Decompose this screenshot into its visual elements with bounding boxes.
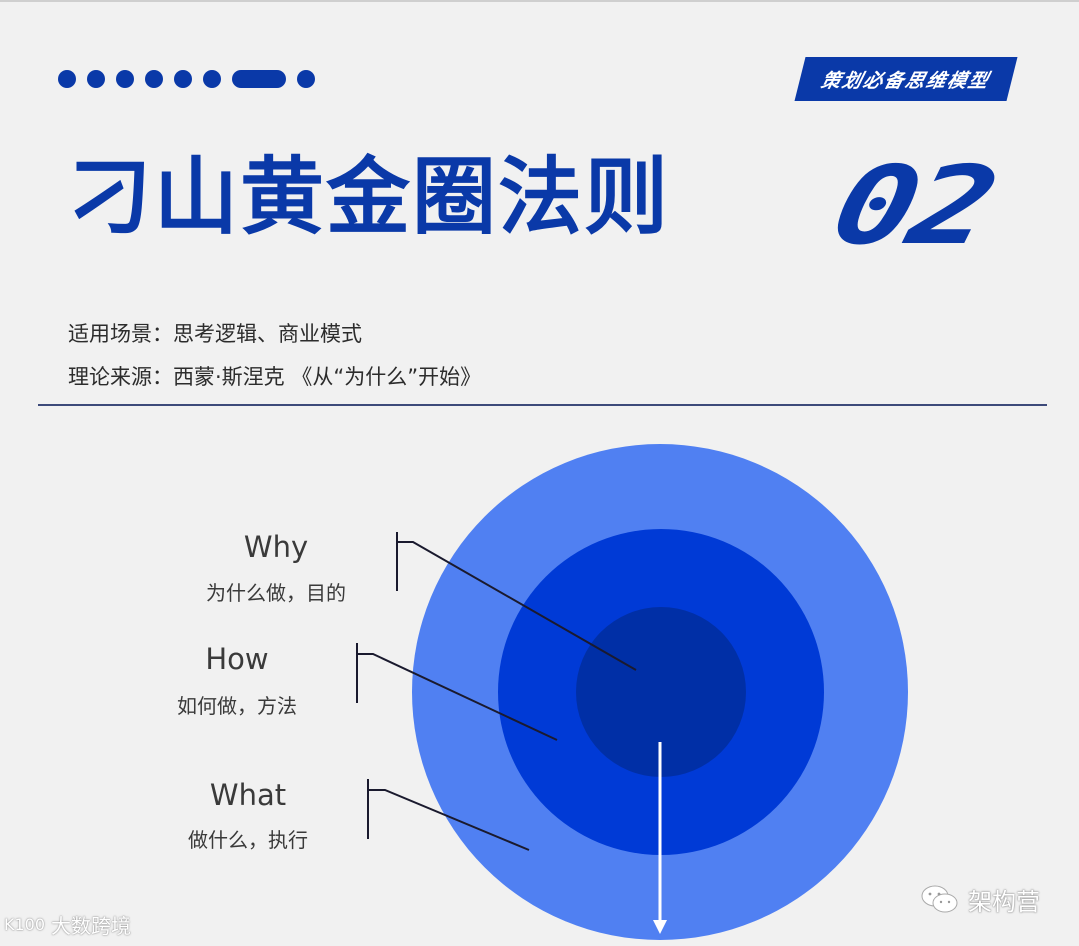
theory-source: 理论来源：西蒙·斯涅克 《从“为什么”开始》 — [68, 365, 482, 389]
pill-icon — [232, 70, 286, 88]
page-title: 刁山黄金圈法则 — [68, 148, 671, 246]
what-description: 做什么，执行 — [188, 828, 308, 852]
leader-lines — [356, 532, 637, 851]
dot-icon — [297, 70, 315, 88]
wechat-icon — [921, 885, 958, 912]
down-arrow-icon — [653, 742, 667, 934]
inner-circle-why — [576, 607, 746, 777]
dot-icon — [174, 70, 192, 88]
how-label: How — [205, 642, 269, 676]
watermark-left: K100 大数跨境 — [4, 910, 131, 939]
dot-icon — [87, 70, 105, 88]
how-description: 如何做，方法 — [177, 694, 297, 718]
what-leader-line — [368, 789, 530, 851]
why-leader-line — [397, 541, 637, 671]
dot-icon — [145, 70, 163, 88]
watermark-right: 架构营 — [920, 882, 1040, 917]
k100-logo-icon: K100 — [4, 915, 46, 934]
divider — [38, 404, 1047, 406]
applicable-scenario: 适用场景：思考逻辑、商业模式 — [68, 322, 362, 346]
watermark-left-text: 大数跨境 — [51, 914, 132, 938]
dot-icon — [203, 70, 221, 88]
what-label: What — [209, 778, 287, 812]
why-description: 为什么做，目的 — [206, 581, 346, 605]
why-label: Why — [243, 530, 309, 564]
dot-icon — [58, 70, 76, 88]
watermark-right-text: 架构营 — [968, 888, 1040, 916]
decorative-dots — [58, 69, 315, 89]
dot-icon — [116, 70, 134, 88]
how-leader-line — [357, 653, 558, 741]
